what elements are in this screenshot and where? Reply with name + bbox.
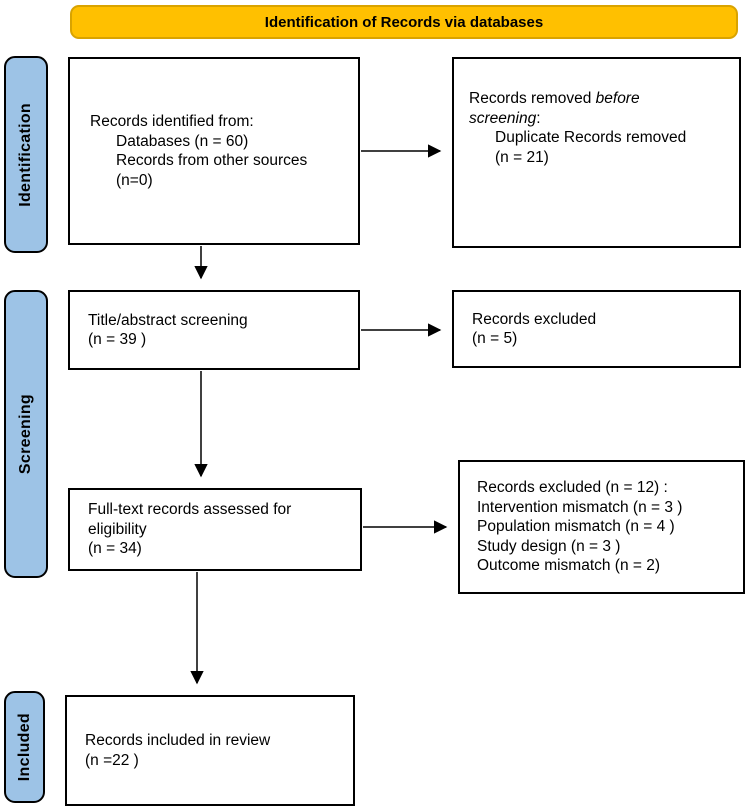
records-excluded-count: (n = 5) [472,330,518,347]
stage-label-identification-text: Identification [17,102,34,207]
excluded-reason-study-design: Study design (n = 3 ) [477,537,621,555]
records-included-label: Records included in review [85,732,271,749]
records-identified-other-sources: Records from other sources [116,152,308,169]
records-excluded-label: Records excluded [472,310,597,328]
box-title-abstract-screening: Title/abstract screening (n = 39 ) [68,290,360,370]
stage-label-identification: Identification [4,56,48,253]
records-removed-heading-line1: Records removed before [469,89,739,109]
box-records-removed-before-screening: Records removed before screening: Duplic… [452,57,741,248]
records-identified-heading: Records identified from: [90,113,254,130]
full-text-assessed-line1: Full-text records assessed for [88,501,292,519]
duplicate-records-removed: Duplicate Records removed [495,129,687,146]
stage-label-included: Included [4,691,45,803]
box-records-excluded: Records excluded (n = 5) [452,290,741,368]
stage-label-included-text: Included [15,712,33,782]
full-text-assessed-count: (n = 34) [88,540,142,558]
records-removed-normal-text: Records removed [469,90,596,107]
excluded-reason-population: Population mismatch (n = 4 ) [477,518,675,536]
records-removed-colon: : [536,109,541,127]
excluded-reason-outcome: Outcome mismatch (n = 2) [477,557,661,575]
title-abstract-screening-label: Title/abstract screening [88,311,248,329]
records-removed-italic-before: before [595,90,640,107]
box-full-text-excluded-reasons: Records excluded (n = 12) : Intervention… [458,460,745,594]
box-records-identified: Records identified from: Databases (n = … [68,57,360,245]
records-removed-heading-line2: screening: [469,109,739,129]
full-text-assessed-line2: eligibility [88,520,147,538]
title-abstract-screening-count: (n = 39 ) [88,331,147,348]
duplicate-records-removed-count: (n = 21) [495,148,549,166]
box-full-text-assessed: Full-text records assessed for eligibili… [68,488,362,571]
box-records-included-in-review: Records included in review (n =22 ) [65,695,355,806]
records-included-count: (n =22 ) [85,751,139,769]
stage-label-screening: Screening [4,290,48,578]
full-text-excluded-heading: Records excluded (n = 12) : [477,479,668,497]
banner-identification-via-databases: Identification of Records via databases [70,5,738,39]
records-removed-italic-screening: screening [469,109,537,127]
excluded-reason-intervention: Intervention mismatch (n = 3 ) [477,498,683,516]
stage-label-screening-text: Screening [17,393,34,475]
banner-title: Identification of Records via databases [264,13,544,31]
records-identified-other-sources-count: (n=0) [116,171,153,189]
records-identified-databases: Databases (n = 60) [116,132,249,150]
